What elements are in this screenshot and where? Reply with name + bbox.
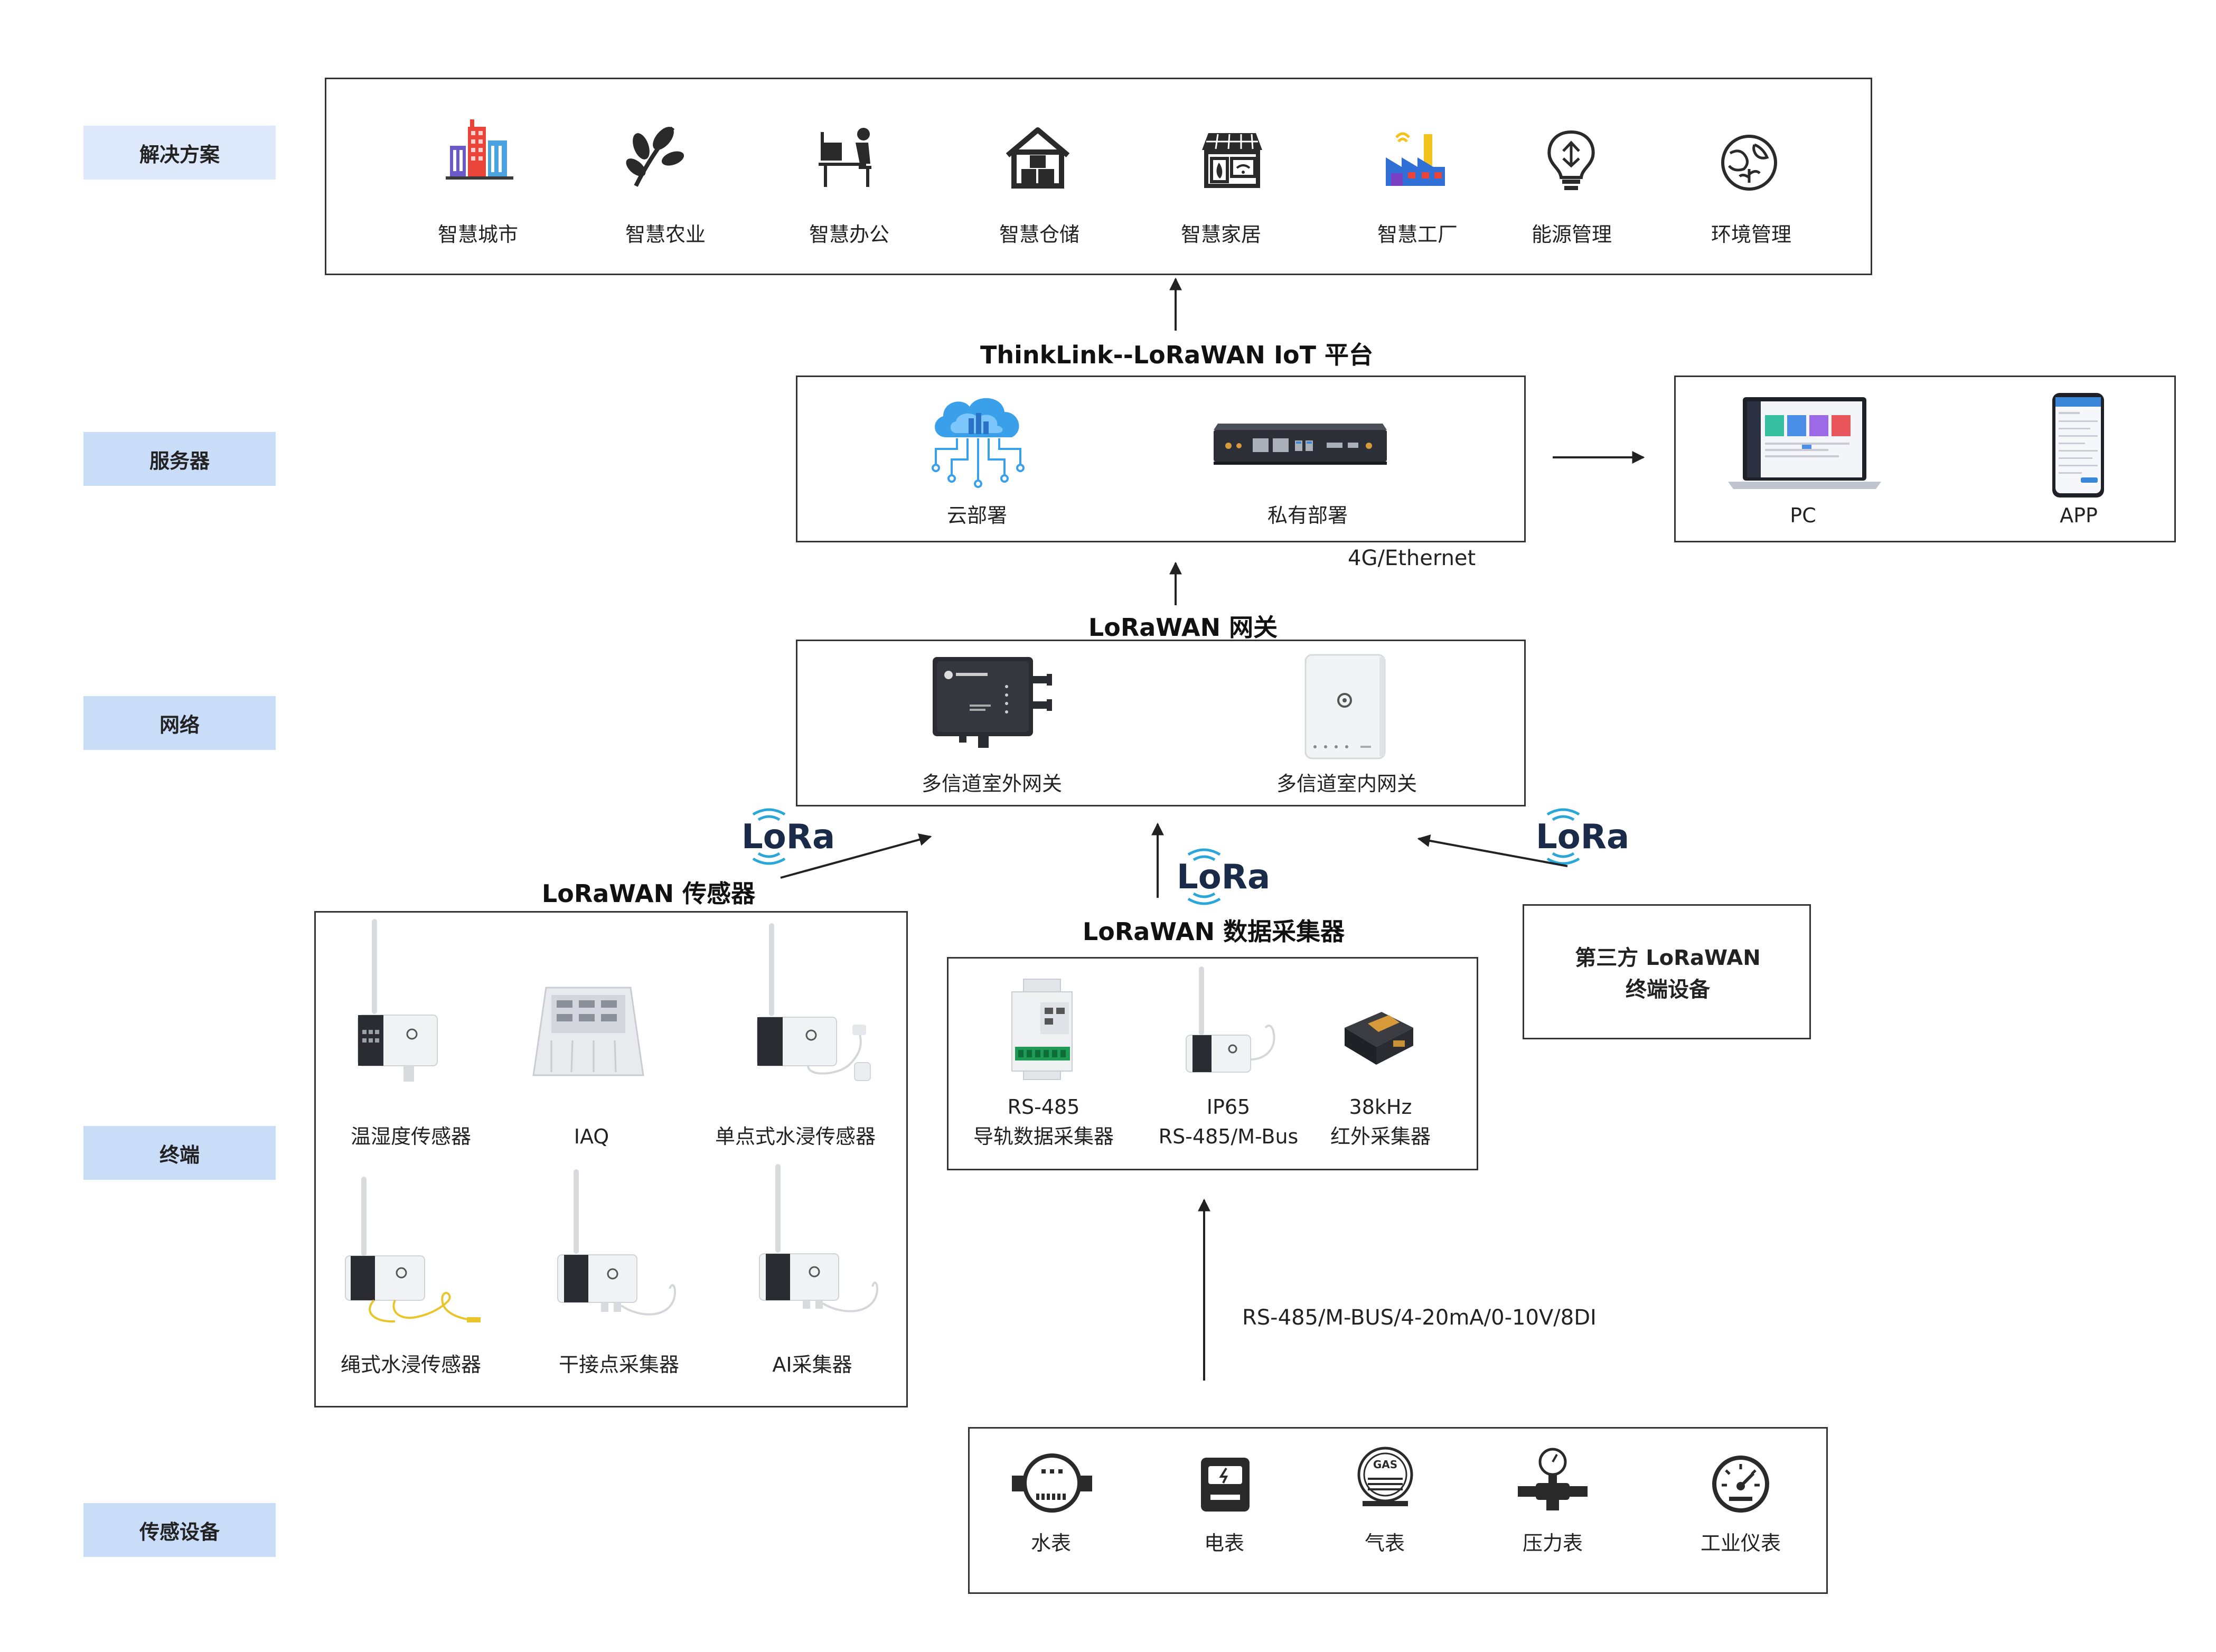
platform-box [796,376,1526,542]
gateway-title: LoRaWAN 网关 [1088,613,1278,642]
rope-water-leak-sensor-icon [345,1177,481,1323]
collector-infrared-line1: 38kHz [1349,1095,1412,1119]
lora-logo-right: LoRa [1536,808,1629,865]
meter-label-pressure: 压力表 [1522,1532,1583,1555]
meter-label-electricity: 电表 [1204,1532,1245,1555]
collector-label-din-rail: RS-485 导轨数据采集器 [973,1092,1114,1151]
app-phone-icon [2052,393,2104,498]
solution-label-smart-home: 智慧家居 [1180,223,1262,246]
solution-label-energy-management: 能源管理 [1531,223,1612,246]
solution-label-environment-management: 环境管理 [1711,223,1792,246]
solution-label-smart-office: 智慧办公 [809,223,890,246]
sensors-title: LoRaWAN 传感器 [541,879,756,908]
environment-management-icon [1721,135,1777,191]
bus-interface-label: RS-485/M-BUS/4-20mA/0-10V/8DI [1242,1306,1597,1330]
sensor-label-rope-water-leak: 绳式水浸传感器 [340,1353,482,1376]
lora-logo-center: LoRa [1177,848,1270,905]
collector-ip65-line2: RS-485/M-Bus [1158,1125,1299,1148]
collector-infrared-line2: 红外采集器 [1330,1125,1431,1148]
smart-warehouse-icon [1006,127,1070,189]
temp-humidity-sensor-icon [358,919,438,1082]
smart-home-icon [1202,133,1262,188]
lora-logo-left-text: LoRa [741,818,835,857]
solution-label-smart-warehouse: 智慧仓储 [999,223,1080,246]
sensor-label-dry-contact: 干接点采集器 [558,1353,680,1376]
private-server-icon [1214,424,1387,465]
collector-label-infrared: 38kHz 红外采集器 [1330,1092,1431,1151]
meter-label-industrial: 工业仪表 [1700,1532,1781,1555]
sensor-label-ai-collector: AI采集器 [772,1353,852,1376]
solution-label-smart-agriculture: 智慧农业 [625,223,706,246]
smart-city-icon [446,119,513,180]
cloud-deployment-label: 云部署 [946,504,1008,527]
pc-label: PC [1790,504,1816,527]
water-meter-icon [1012,1453,1092,1513]
pc-laptop-icon [1728,397,1881,489]
gas-meter-icon: GAS [1357,1447,1413,1506]
outdoor-gateway-icon [933,657,1052,748]
indoor-gateway-label: 多信道室内网关 [1276,772,1417,795]
layer-label-sensing: 传感设备 [83,1503,276,1557]
third-party-line1: 第三方 LoRaWAN [1575,946,1761,970]
lora-logo-right-text: LoRa [1536,818,1629,857]
collector-din-rail-line1: RS-485 [1007,1095,1080,1119]
private-deployment-label: 私有部署 [1267,504,1348,527]
sensor-label-temp-humidity: 温湿度传感器 [350,1125,472,1148]
infrared-collector-icon [1345,1012,1413,1065]
collector-ip65-line1: IP65 [1206,1095,1251,1119]
smart-agriculture-icon [626,126,684,187]
outdoor-gateway-label: 多信道室外网关 [921,772,1063,795]
meters-box [968,1427,1828,1594]
electricity-meter-icon [1201,1458,1250,1512]
smart-factory-icon [1386,132,1445,186]
platform-title: ThinkLink--LoRaWAN IoT 平台 [980,341,1374,369]
app-label: APP [2060,504,2098,527]
arrow-sensors-to-gateway [780,833,932,879]
solutions-box [325,78,1872,275]
meter-label-gas: 气表 [1364,1532,1405,1555]
iaq-sensor-icon [532,987,644,1076]
energy-management-icon [1547,130,1595,190]
link-label: 4G/Ethernet [1348,546,1476,570]
pressure-gauge-icon [1518,1448,1588,1510]
dry-contact-collector-icon [557,1169,677,1316]
sensor-label-spot-water-leak: 单点式水浸传感器 [715,1125,876,1148]
ip65-collector-icon [1186,966,1275,1073]
third-party-line2: 终端设备 [1625,978,1710,1002]
layer-label-network: 网络 [83,696,276,750]
collector-label-ip65: IP65 RS-485/M-Bus [1159,1092,1299,1151]
gateway-box [796,640,1526,806]
collector-din-rail-line2: 导轨数据采集器 [973,1125,1114,1148]
spot-water-leak-sensor-icon [757,923,871,1081]
ai-collector-icon [759,1164,878,1312]
layer-label-server: 服务器 [83,432,276,486]
cloud-deployment-icon [932,398,1025,488]
layer-label-terminal: 终端 [83,1126,276,1180]
arrow-third-party-to-gateway [1417,834,1568,867]
lora-logo-left: LoRa [741,808,835,865]
meter-label-water: 水表 [1030,1532,1072,1555]
layer-label-solutions: 解决方案 [83,126,276,180]
indoor-gateway-icon [1304,654,1386,759]
svg-text:GAS: GAS [1373,1458,1397,1471]
third-party-box [1523,904,1811,1039]
third-party-label: 第三方 LoRaWAN 终端设备 [1575,942,1760,1006]
solution-label-smart-factory: 智慧工厂 [1377,223,1458,246]
industrial-instrument-icon [1712,1456,1769,1513]
din-rail-collector-icon [1011,979,1073,1080]
sensor-label-iaq: IAQ [574,1125,609,1148]
lora-logo-center-text: LoRa [1177,858,1270,897]
collectors-title: LoRaWAN 数据采集器 [1082,917,1345,946]
smart-office-icon [819,128,871,187]
solution-label-smart-city: 智慧城市 [437,223,519,246]
